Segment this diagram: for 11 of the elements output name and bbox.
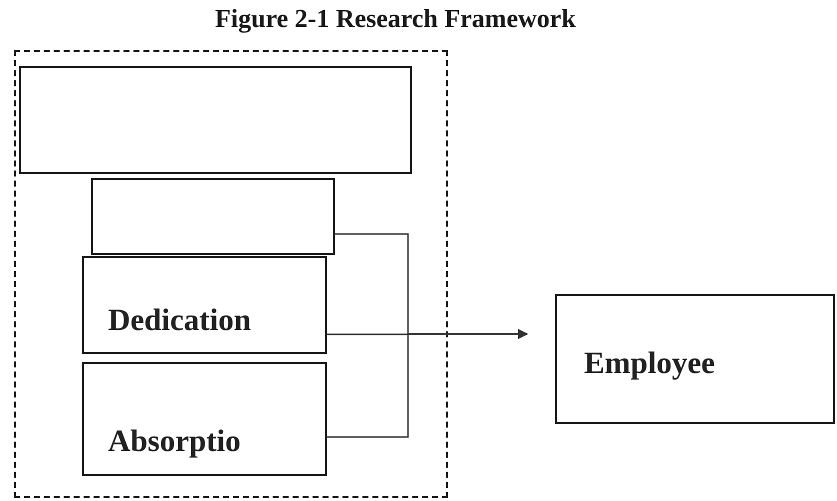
node-label: Employee (584, 347, 715, 378)
concept-box (82, 362, 327, 476)
dashed-group-frame (14, 50, 448, 498)
connector-arrow (327, 329, 528, 438)
empty-box (91, 178, 335, 255)
node-label: Absorptio (108, 425, 241, 456)
empty-box (19, 66, 412, 174)
figure-title: Figure 2-1 Research Framework (215, 4, 576, 34)
concept-box (555, 294, 835, 424)
concept-box (82, 256, 327, 354)
node-label: Dedication (108, 304, 251, 335)
